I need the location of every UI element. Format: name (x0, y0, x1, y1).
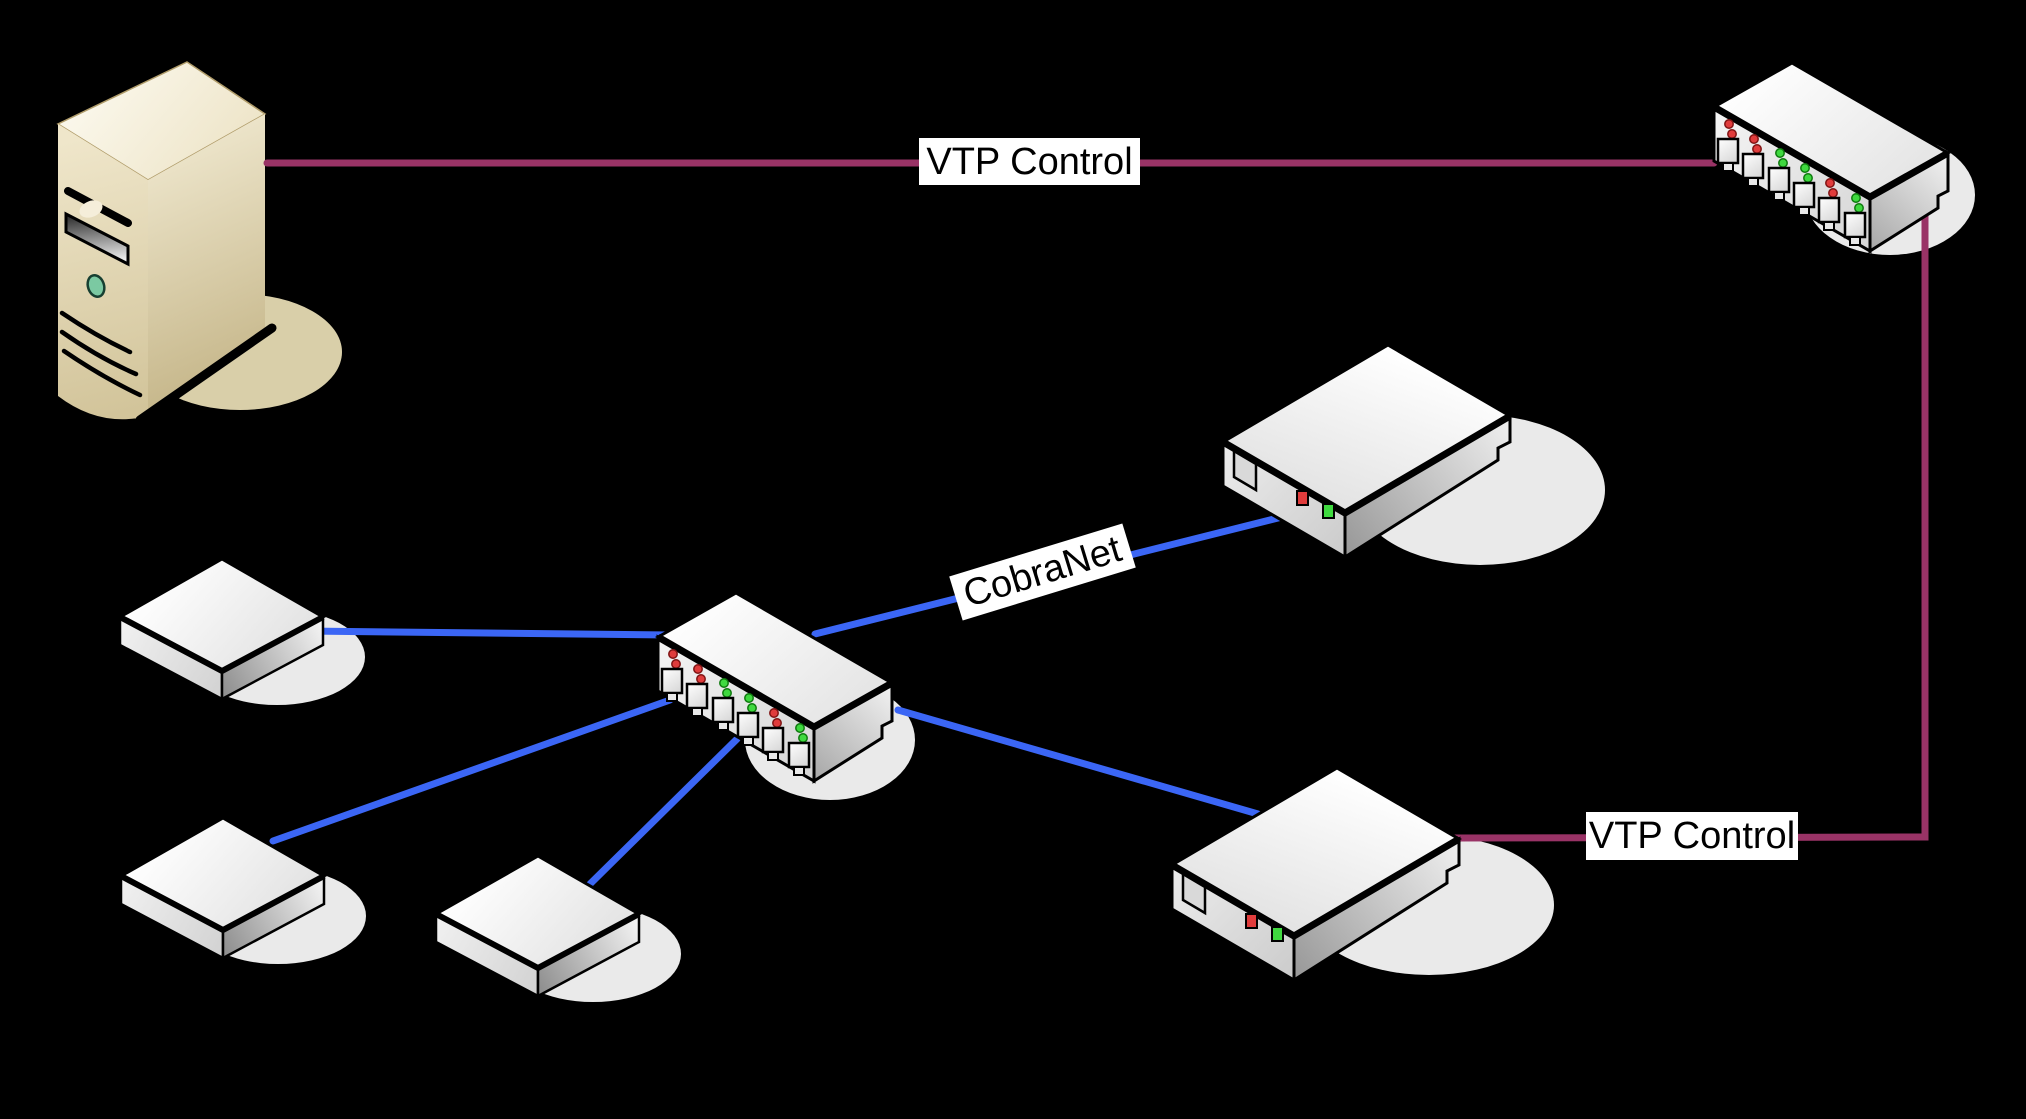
server-bottom-edge (135, 323, 277, 425)
vtp-control-label-bottom: VTP Control (1586, 812, 1798, 860)
server-power-button (86, 274, 106, 298)
vtp-control-label-top: VTP Control (919, 138, 1140, 185)
server-right-face (148, 114, 265, 416)
server-vent-2 (59, 329, 139, 377)
switch-top-right (1714, 63, 1948, 251)
cobranet-line-box2 (269, 696, 674, 845)
server-vent-3 (61, 348, 143, 398)
server-drive-bay (64, 211, 130, 267)
server-vent-1 (59, 310, 133, 355)
connection-lines (263, 159, 1929, 888)
server-eject-oval (79, 200, 103, 218)
cobranet-line-box3 (586, 735, 741, 888)
cobranet-line-box1 (301, 627, 674, 639)
cobranet-line-lower-device (894, 706, 1262, 818)
server-tower (56, 61, 277, 425)
